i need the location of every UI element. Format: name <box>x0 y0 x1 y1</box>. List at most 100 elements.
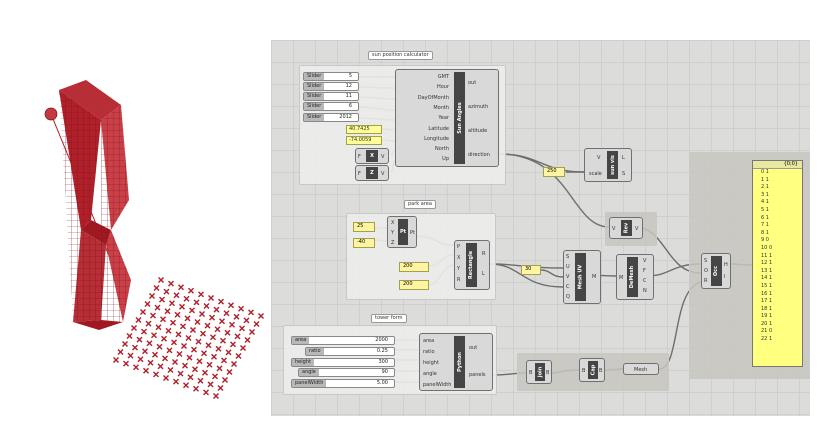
panel-row: 8 1 <box>761 229 769 236</box>
mesh-param-component[interactable]: Mesh <box>623 363 659 375</box>
tower-render <box>44 80 264 399</box>
python-component[interactable]: area ratio height angle panelWidth Pytho… <box>419 333 493 391</box>
sun-angles-input: Month <box>433 104 449 111</box>
cap-component[interactable]: B Cap B <box>579 358 605 382</box>
park-cross <box>195 338 202 345</box>
panel-row: 10 0 <box>761 244 773 251</box>
park-cross <box>126 333 133 339</box>
slider-label: area <box>292 337 310 344</box>
park-cross <box>206 361 213 368</box>
panel-row: 22 1 <box>761 336 773 343</box>
park-cross <box>144 301 151 307</box>
slider-label: Slider <box>304 114 325 121</box>
park-cross <box>154 304 161 311</box>
park-cross <box>223 310 230 317</box>
park-cross <box>191 346 197 353</box>
park-cross <box>117 349 124 355</box>
slider-label: angle <box>299 369 319 377</box>
park-cross <box>140 309 146 315</box>
park-cross <box>228 302 234 309</box>
rect-x-panel[interactable]: 200 <box>399 262 429 272</box>
park-cross <box>239 325 245 332</box>
python-label: Python <box>454 336 465 388</box>
park-cross <box>179 303 185 310</box>
park-cross <box>210 334 216 341</box>
park-cross <box>249 329 255 335</box>
park-cross <box>132 344 138 351</box>
sun-angles-output: azimuth <box>468 104 489 110</box>
rectangle-component[interactable]: P X Y R Rectangle R L <box>454 240 490 290</box>
join-component[interactable]: B Join B <box>526 360 552 384</box>
panel-row: 7 1 <box>761 222 769 229</box>
pt-x-panel[interactable]: 25 <box>353 222 375 232</box>
reverse-component[interactable]: V Rev V <box>609 217 643 239</box>
sun-angles-input: Year <box>438 115 449 122</box>
park-cross <box>113 357 119 363</box>
park-cross <box>173 378 179 385</box>
park-cross <box>258 313 264 319</box>
panel-row: 20 1 <box>761 320 773 327</box>
park-cross <box>203 303 210 309</box>
park-cross <box>162 355 168 362</box>
park-cross <box>233 313 240 320</box>
panel-row: 6 1 <box>761 214 769 221</box>
park-cross <box>203 389 209 396</box>
occlusion-component[interactable]: S O R Occ H I <box>701 253 731 289</box>
pt-y-panel[interactable]: -40 <box>353 238 375 248</box>
unit-z-component[interactable]: F Z V <box>355 165 389 181</box>
mesh-uv-count-panel[interactable]: 30 <box>521 265 541 275</box>
unit-x-component[interactable]: F X V <box>355 148 389 164</box>
slider-label: Slider <box>304 73 325 80</box>
panel-row: 3 1 <box>761 191 769 198</box>
park-cross <box>201 350 207 357</box>
rhino-viewport[interactable] <box>11 40 266 416</box>
park-cross <box>127 352 134 359</box>
park-cross <box>157 363 164 370</box>
sun-angles-output: direction <box>468 152 490 158</box>
slider-label: height <box>292 358 314 366</box>
park-cross <box>240 345 246 351</box>
deconstruct-mesh-component[interactable]: M DeMesh V F C N <box>616 254 654 300</box>
park-cross <box>211 353 217 360</box>
scale-panel[interactable]: 250 <box>543 167 565 177</box>
park-cross <box>153 285 160 291</box>
park-cross <box>218 298 224 305</box>
rect-y-panel[interactable]: 200 <box>399 280 429 290</box>
latitude-panel[interactable]: 40.7425 <box>346 125 382 134</box>
slider-value: 11 <box>345 93 352 99</box>
park-cross <box>221 357 227 364</box>
park-cross <box>225 349 232 356</box>
sun-angles-input: North <box>435 146 449 153</box>
slider-label: ratio <box>306 347 324 355</box>
park-cross <box>215 345 222 352</box>
sun-vis-component[interactable]: V scale sun vis L S <box>584 148 632 182</box>
panel-row: 15 1 <box>761 282 773 289</box>
panel-row: 11 1 <box>761 252 773 259</box>
point-component[interactable]: X Y Z Pt Pt <box>387 216 417 248</box>
sun-angles-input: Longitude <box>424 135 449 142</box>
slider-label: panelWidth <box>292 380 327 388</box>
join-label: Join <box>535 363 545 381</box>
park-cross <box>186 354 193 361</box>
sun-angles-input: GMT <box>437 74 449 80</box>
longitude-panel[interactable]: -74.0059 <box>346 136 382 145</box>
park-cross <box>182 362 188 369</box>
park-cross <box>172 359 178 365</box>
cap-label: Cap <box>588 361 598 379</box>
mesh-uv-component[interactable]: S U V C Q Mesh UV M <box>563 250 601 304</box>
park-cross <box>213 393 219 399</box>
park-cross <box>192 366 198 373</box>
